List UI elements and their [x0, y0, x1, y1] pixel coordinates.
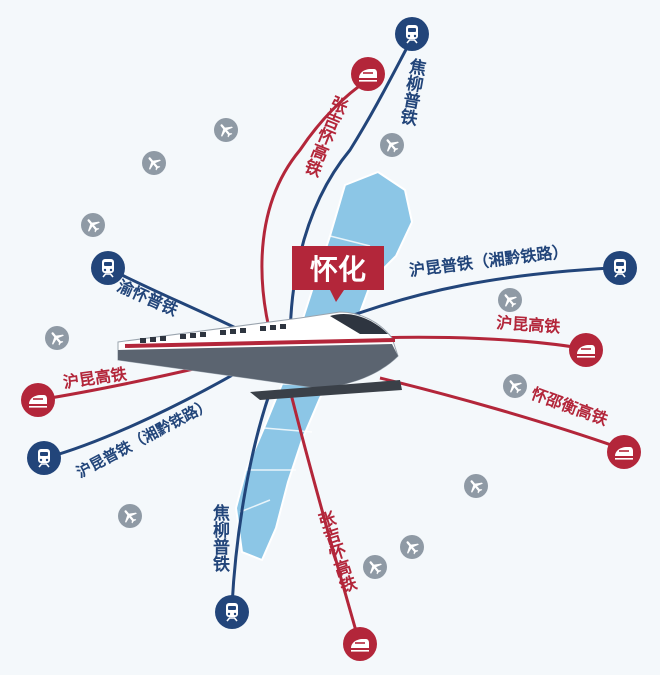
route-line-jiaoliu-south	[230, 391, 272, 607]
route-label-jiaoliu-south: 焦柳普铁	[209, 503, 231, 573]
endpoint-huaishao	[607, 435, 641, 469]
endpoint-hukun-pu-west	[27, 441, 61, 475]
route-line-hukun-gao-east	[369, 335, 581, 350]
plane-icon	[142, 151, 166, 175]
plane-icon	[214, 118, 238, 142]
route-label-jiaoliu-north: 焦柳普铁	[395, 55, 428, 128]
route-label-hukun-pu-west: 沪昆普铁（湘黔铁路）	[73, 395, 214, 481]
endpoint-hukun-pu-east	[603, 251, 637, 285]
endpoint-jiaoliu-south	[215, 595, 249, 629]
plane-icon	[380, 133, 404, 157]
endpoint-jiaoliu-north	[395, 17, 429, 51]
route-line-zhangji-south	[288, 389, 360, 639]
plane-icon	[81, 213, 105, 237]
route-line-hukun-pu-west	[45, 363, 251, 460]
route-line-huaishao	[379, 376, 621, 450]
route-label-zhangji-south: 张吉怀高铁	[312, 509, 358, 597]
plane-icon	[45, 326, 69, 350]
route-line-zhangji-north	[260, 78, 369, 373]
endpoint-hukun-gao-west	[21, 383, 55, 417]
route-label-zhangji-north: 张吉怀高铁	[299, 92, 350, 179]
hub-name: 怀化	[310, 253, 366, 286]
hub-badge: 怀化	[292, 246, 384, 302]
plane-icon	[400, 535, 424, 559]
route-label-hukun-gao-east: 沪昆高铁	[496, 313, 561, 336]
endpoint-hukun-gao-east	[569, 333, 603, 367]
airport-icons	[45, 118, 527, 579]
high-speed-train-image	[117, 311, 402, 400]
endpoint-yuhuai	[91, 251, 125, 285]
plane-icon	[118, 504, 142, 528]
route-label-hukun-gao-west: 沪昆高铁	[62, 364, 128, 392]
route-line-hukun-pu-east	[339, 266, 613, 322]
route-label-yuhuai: 渝怀普铁	[114, 276, 180, 319]
plane-icon	[363, 555, 387, 579]
plane-icon	[498, 288, 522, 312]
plane-icon	[503, 374, 527, 398]
route-line-jiaoliu-north	[288, 41, 412, 373]
plane-icon	[464, 474, 488, 498]
endpoint-zhangji-north	[351, 57, 385, 91]
endpoint-zhangji-south	[343, 627, 377, 661]
